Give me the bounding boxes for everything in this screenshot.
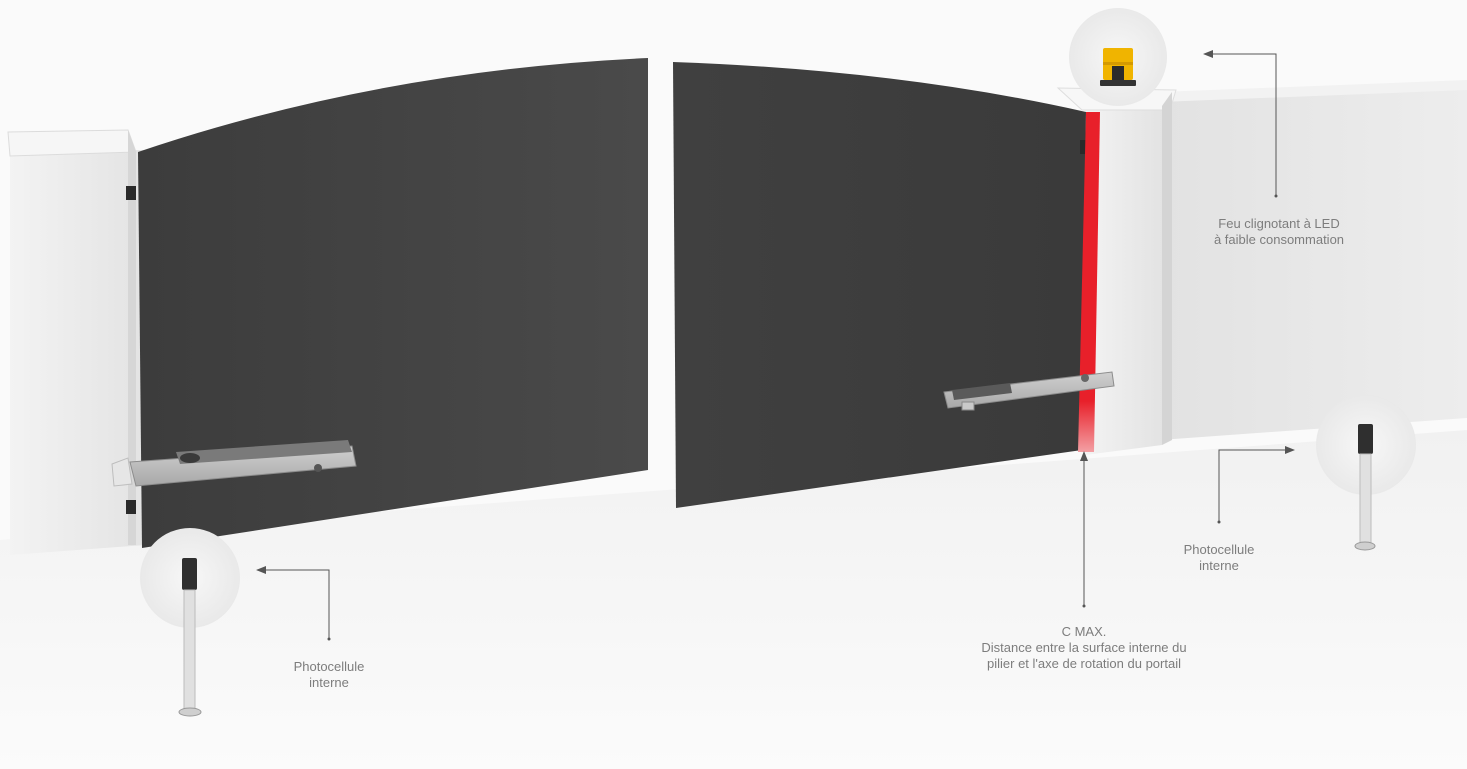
flashing-light-label-line-2: à faible consommation	[1184, 232, 1374, 248]
flashing-light-callout	[1069, 8, 1167, 106]
c-max-label: C MAX. Distance entre la surface interne…	[944, 624, 1224, 672]
hinge-icon	[126, 500, 136, 514]
flashing-light-icon	[1100, 48, 1136, 86]
c-max-label-line-2: Distance entre la surface interne du	[944, 640, 1224, 656]
photocell-left-label-line-1: Photocellule	[269, 659, 389, 675]
flashing-light-label: Feu clignotant à LED à faible consommati…	[1184, 216, 1374, 248]
photocell-left-label-line-2: interne	[269, 675, 389, 691]
c-max-label-title: C MAX.	[944, 624, 1224, 640]
leader-dot	[1083, 605, 1086, 608]
photocell-right-label-line-1: Photocellule	[1159, 542, 1279, 558]
photocell-right-label-line-2: interne	[1159, 558, 1279, 574]
hinge-icon	[126, 186, 136, 200]
left-pillar	[8, 130, 145, 555]
photocell-left-label: Photocellule interne	[269, 659, 389, 691]
right-wall	[1160, 80, 1467, 440]
leader-dot	[1275, 195, 1278, 198]
c-max-label-line-3: pilier et l'axe de rotation du portail	[944, 656, 1224, 672]
flashing-light-label-line-1: Feu clignotant à LED	[1184, 216, 1374, 232]
leader-dot	[328, 638, 331, 641]
photocell-right-label: Photocellule interne	[1159, 542, 1279, 574]
right-gate-leaf	[673, 62, 1086, 508]
leader-dot	[1218, 521, 1221, 524]
